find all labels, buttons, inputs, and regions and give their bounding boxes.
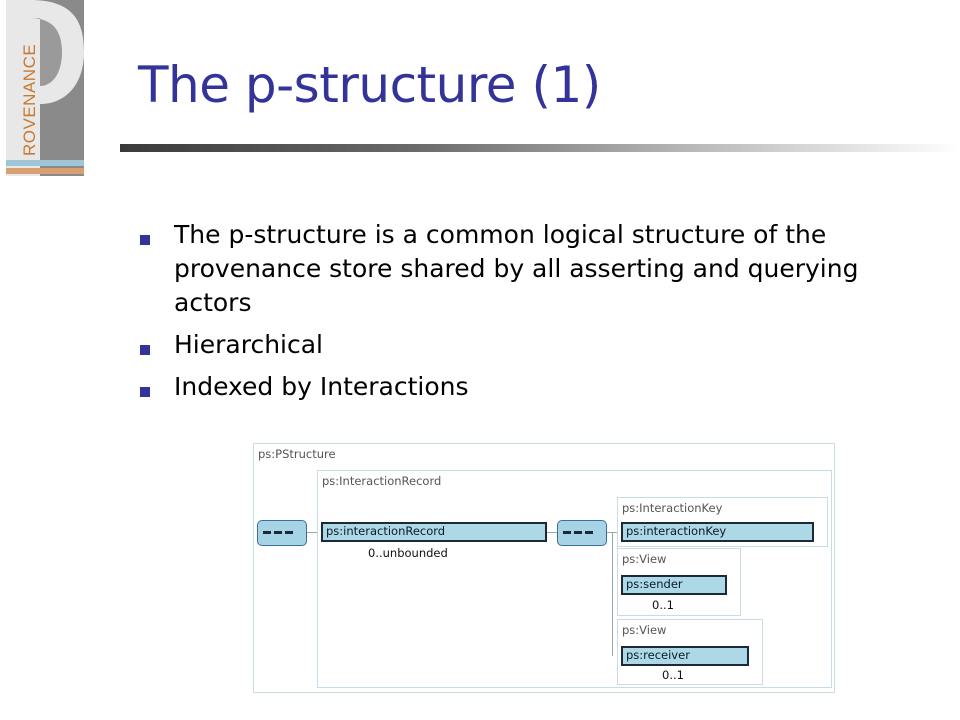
interaction-record-element: ps:interactionRecord xyxy=(321,522,547,542)
view-receiver-title: ps:View xyxy=(622,623,667,637)
view-receiver-box: ps:View ps:receiver 0..1 xyxy=(617,619,763,685)
logo-text: ROVENANCE xyxy=(20,43,39,157)
interaction-key-box: ps:InteractionKey ps:interactionKey xyxy=(617,497,828,547)
provenance-logo: ROVENANCE xyxy=(0,0,84,176)
interaction-key-title: ps:InteractionKey xyxy=(622,501,723,515)
sequence-icon xyxy=(263,531,293,534)
pstructure-title: ps:PStructure xyxy=(258,447,336,461)
schema-diagram: ps:PStructure ps:InteractionRecord ps:in… xyxy=(253,443,835,693)
slide-title: The p-structure (1) xyxy=(138,56,601,114)
bullet-text: Hierarchical xyxy=(174,330,323,359)
interaction-record-title: ps:InteractionRecord xyxy=(322,474,442,488)
title-divider xyxy=(120,144,960,152)
bullet-list: The p-structure is a common logical stru… xyxy=(140,218,940,412)
sequence-icon xyxy=(563,531,593,534)
sender-cardinality: 0..1 xyxy=(652,598,674,612)
bullet-text: Indexed by Interactions xyxy=(174,372,469,401)
bullet-item: Hierarchical xyxy=(140,328,940,362)
interaction-key-element: ps:interactionKey xyxy=(621,522,814,542)
bullet-item: Indexed by Interactions xyxy=(140,370,940,404)
receiver-element: ps:receiver xyxy=(621,646,749,666)
sequence-compositor-left xyxy=(257,520,307,546)
connector-vertical-line xyxy=(612,532,613,656)
logo-p-icon xyxy=(6,0,84,176)
bullet-item: The p-structure is a common logical stru… xyxy=(140,218,940,320)
view-sender-box: ps:View ps:sender 0..1 xyxy=(617,548,741,616)
bullet-square-icon xyxy=(140,387,150,397)
bullet-text: The p-structure is a common logical stru… xyxy=(174,220,859,317)
sequence-compositor-middle xyxy=(557,520,607,546)
receiver-cardinality: 0..1 xyxy=(662,668,684,682)
bullet-square-icon xyxy=(140,345,150,355)
interaction-record-cardinality: 0..unbounded xyxy=(368,546,448,560)
bullet-square-icon xyxy=(140,235,150,245)
connector-line xyxy=(547,532,557,533)
connector-line xyxy=(307,532,319,533)
sender-element: ps:sender xyxy=(621,575,727,595)
view-sender-title: ps:View xyxy=(622,552,667,566)
interaction-record-box: ps:InteractionRecord ps:interactionRecor… xyxy=(317,470,832,688)
